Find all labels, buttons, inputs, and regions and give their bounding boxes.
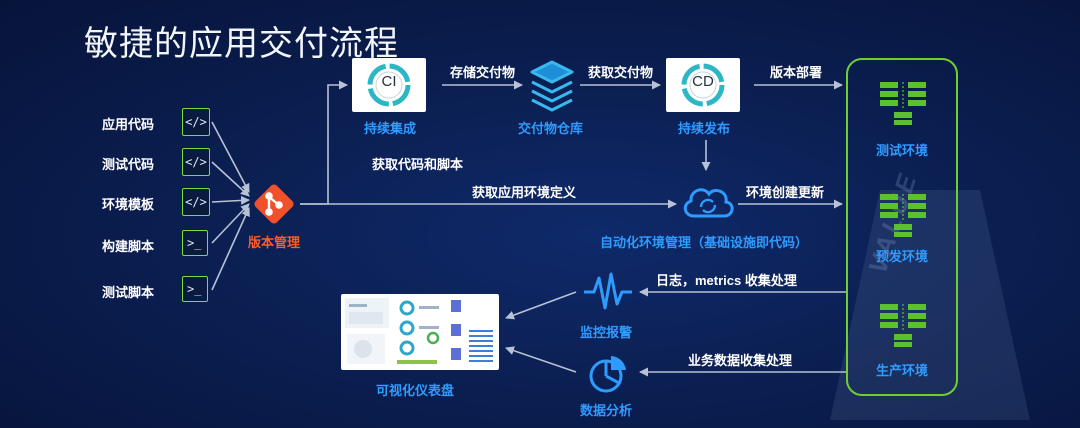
edge-analytics-to-dashboard <box>505 346 577 373</box>
page-title: 敏捷的应用交付流程 <box>84 25 399 63</box>
environments-group <box>846 58 958 396</box>
env-label-staging: 预发环境 <box>876 249 929 264</box>
edge-label-env-create-update: 环境创建更新 <box>746 185 825 200</box>
source-label-build-script: 构建脚本 <box>102 239 155 254</box>
ci-label: 持续集成 <box>364 121 417 136</box>
ci-cycle-icon <box>367 63 411 107</box>
edge-label-log-metrics: 日志，metrics 收集处理 <box>656 273 797 288</box>
source-label-test-script: 测试脚本 <box>102 285 155 300</box>
edge-label-store-artifact: 存储交付物 <box>450 65 516 80</box>
server-cluster-icon <box>880 82 926 125</box>
cloud-sync-icon <box>683 188 734 218</box>
artifact-repo-label: 交付物仓库 <box>518 121 584 136</box>
edge-label-fetch-code-scripts: 获取代码和脚本 <box>372 157 464 172</box>
edge-env-template <box>211 195 250 205</box>
cd-cycle-icon <box>681 63 725 107</box>
source-label-env-template: 环境模板 <box>102 197 155 212</box>
monitoring-label: 监控报警 <box>580 325 633 340</box>
dashboard-thumbnail <box>345 298 493 364</box>
terminal-icon: >_ <box>182 230 208 256</box>
ci-tile: CI <box>352 58 426 112</box>
edge-label-fetch-env-definition: 获取应用环境定义 <box>472 185 577 200</box>
server-cluster-icon <box>880 194 926 237</box>
edge-label-business-data: 业务数据收集处理 <box>688 353 793 368</box>
version-control-label: 版本管理 <box>248 235 301 250</box>
env-label-test: 测试环境 <box>876 143 929 158</box>
value-watermark <box>830 190 1030 420</box>
pulse-icon <box>584 272 632 310</box>
code-icon: </> <box>182 188 210 216</box>
dashboard-preview <box>341 294 499 370</box>
edge-vc-to-ci <box>300 80 348 205</box>
edge-label-fetch-artifact: 获取交付物 <box>588 65 654 80</box>
env-label-production: 生产环境 <box>876 363 929 378</box>
ci-tile-text: CI <box>381 73 397 90</box>
edge-app-code <box>211 121 250 193</box>
code-icon: </> <box>182 148 210 176</box>
source-label-test-code: 测试代码 <box>102 157 155 172</box>
git-icon <box>254 184 294 224</box>
edge-monitoring-to-dashboard <box>505 291 577 320</box>
automation-label: 自动化环境管理（基础设施即代码） <box>600 235 809 250</box>
dashboard-label: 可视化仪表盘 <box>376 383 455 398</box>
code-icon: </> <box>182 108 210 136</box>
layers-icon <box>530 60 574 112</box>
edge-test-script <box>211 207 250 291</box>
server-cluster-icon <box>880 304 926 347</box>
edge-test-code <box>211 161 250 197</box>
cd-tile-text: CD <box>692 73 714 90</box>
analytics-label: 数据分析 <box>580 403 633 418</box>
pie-chart-icon <box>589 356 626 393</box>
edge-label-deploy-version: 版本部署 <box>770 65 823 80</box>
cd-tile: CD <box>666 58 740 112</box>
edge-build-script <box>211 203 250 244</box>
terminal-icon: >_ <box>182 276 208 302</box>
source-label-app-code: 应用代码 <box>102 117 155 132</box>
cd-label: 持续发布 <box>678 121 731 136</box>
